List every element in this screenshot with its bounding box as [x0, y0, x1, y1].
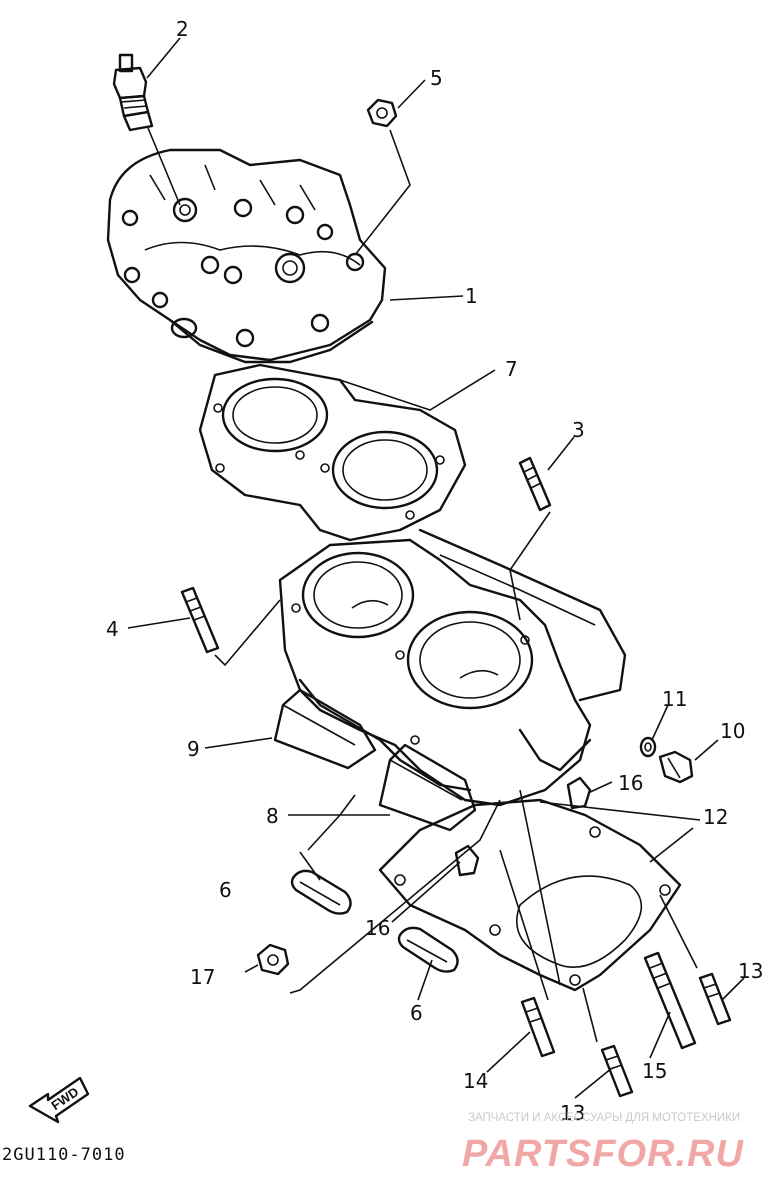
head-nut	[366, 98, 398, 128]
nut-17	[256, 943, 290, 976]
plate-6-upper	[290, 869, 352, 915]
callout-8: 8	[266, 804, 279, 828]
callout-6-lower: 6	[410, 1001, 423, 1025]
stud-13-bottom	[600, 1044, 634, 1098]
callout-12: 12	[703, 805, 728, 829]
leader-lines	[127, 37, 745, 1099]
callout-10: 10	[720, 719, 745, 743]
callout-13-bottom: 13	[560, 1101, 585, 1125]
callout-4: 4	[106, 617, 119, 641]
watermark-brand-logo: PARTSFOR.RU	[462, 1133, 744, 1175]
stud-14	[520, 996, 556, 1058]
callout-7: 7	[505, 357, 518, 381]
cylinder-block	[278, 528, 627, 807]
bolt-10	[658, 750, 694, 784]
watermark: ЗАПЧАСТИ И АКСЕССУАРЫ ДЛЯ МОТОТЕХНИКИ PA…	[462, 1112, 744, 1175]
base-gasket	[378, 798, 682, 992]
head-gasket	[198, 363, 467, 542]
plate-6-lower	[397, 926, 459, 973]
callout-16-lower: 16	[365, 916, 390, 940]
watermark-tagline: ЗАПЧАСТИ И АКСЕССУАРЫ ДЛЯ МОТОТЕХНИКИ	[468, 1112, 740, 1124]
callout-6-upper: 6	[219, 878, 232, 902]
fwd-arrow-icon: FWD	[28, 1076, 90, 1124]
callout-15: 15	[642, 1059, 667, 1083]
callout-11: 11	[662, 687, 687, 711]
stud-15	[643, 951, 697, 1050]
callout-17: 17	[190, 965, 215, 989]
dowel-pin-upper	[566, 776, 592, 810]
intake-joint-upper	[273, 688, 377, 770]
stud-3	[518, 456, 552, 512]
callout-14: 14	[463, 1069, 488, 1093]
cylinder-head	[106, 148, 387, 364]
stud-13-right	[698, 972, 732, 1026]
callout-13-right: 13	[738, 959, 763, 983]
dowel-pin-lower	[454, 844, 480, 877]
callout-9: 9	[187, 737, 200, 761]
stud-4	[180, 586, 220, 654]
spark-plug	[112, 53, 154, 132]
callout-5: 5	[430, 66, 443, 90]
callout-2: 2	[176, 17, 189, 41]
washer-11	[639, 736, 657, 758]
callout-3: 3	[572, 418, 585, 442]
intake-joint-lower	[378, 743, 477, 832]
callout-1: 1	[465, 284, 478, 308]
callout-16-upper: 16	[618, 771, 643, 795]
callout-numbers: 1 2 3 4 5 6 6 7 8 9 10 11 12 13 13 14 15…	[106, 17, 763, 1125]
diagram-code: 2GU110-7010	[2, 1145, 126, 1165]
